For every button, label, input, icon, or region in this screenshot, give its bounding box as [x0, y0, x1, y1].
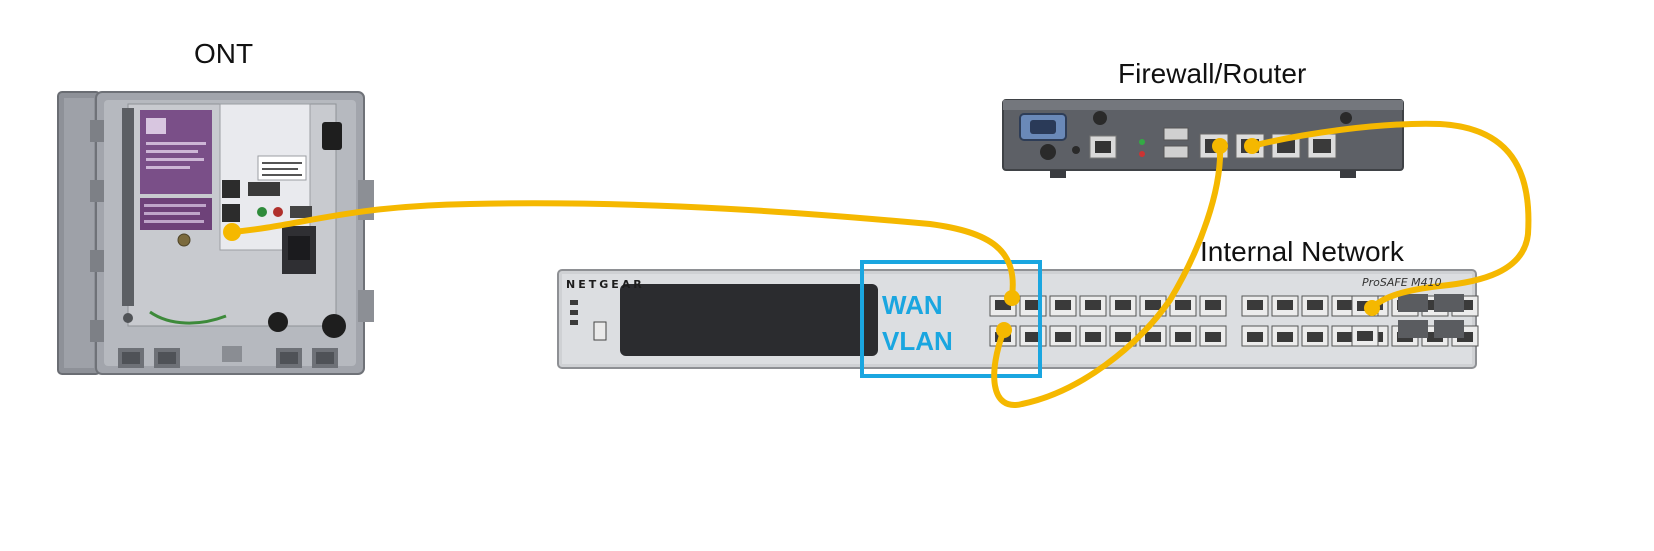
switch-port-socket [1025, 300, 1041, 310]
switch-port-socket [1115, 332, 1131, 342]
switch-port-socket [1205, 332, 1221, 342]
switch-port-socket [995, 300, 1011, 310]
vlan-label: VLAN [882, 326, 953, 356]
switch-port-socket [1025, 332, 1041, 342]
switch-uplink-socket [1357, 331, 1373, 341]
cable-wan-vlan-to-firewall [991, 143, 1224, 409]
switch-port-socket [1307, 300, 1323, 310]
switch-port-socket [1175, 332, 1191, 342]
cable-plugs [223, 138, 1380, 338]
switch-port-socket [1115, 300, 1131, 310]
switch-port-socket [1205, 300, 1221, 310]
switch-port-socket [1307, 332, 1323, 342]
switch-model-label: ProSAFE M410 [1362, 276, 1442, 289]
switch-port-socket [1247, 300, 1263, 310]
switch-port-socket [1337, 300, 1353, 310]
switch-port-socket [1337, 332, 1353, 342]
network-switch-device [557, 269, 1479, 369]
wan-vlan-highlight-box [860, 260, 1042, 378]
cable-firewall-lan-to-internal-network [1249, 120, 1532, 311]
wan-label: WAN [882, 290, 943, 320]
switch-port-socket [1457, 332, 1473, 342]
switch-port-socket [1055, 332, 1071, 342]
switch-port-socket [1085, 300, 1101, 310]
switch-port-socket [1055, 300, 1071, 310]
firewall-router-device [1002, 99, 1404, 178]
switch-port-grid [989, 295, 1479, 347]
switch-port-socket [1277, 332, 1293, 342]
switch-port-socket [1277, 300, 1293, 310]
switch-port-socket [1085, 332, 1101, 342]
cables [229, 120, 1532, 409]
switch-port-socket [1457, 300, 1473, 310]
switch-brand-label: NETGEAR [566, 278, 645, 291]
switch-port-socket [1175, 300, 1191, 310]
switch-port-socket [1145, 332, 1161, 342]
cable-ont-to-wan-port [229, 200, 1016, 299]
switch-port-socket [1145, 300, 1161, 310]
ont-device [57, 91, 374, 375]
ont-label: ONT [194, 38, 254, 69]
firewall-router-label: Firewall/Router [1118, 58, 1307, 89]
internal-network-label: Internal Network [1200, 236, 1404, 267]
switch-port-socket [1247, 332, 1263, 342]
